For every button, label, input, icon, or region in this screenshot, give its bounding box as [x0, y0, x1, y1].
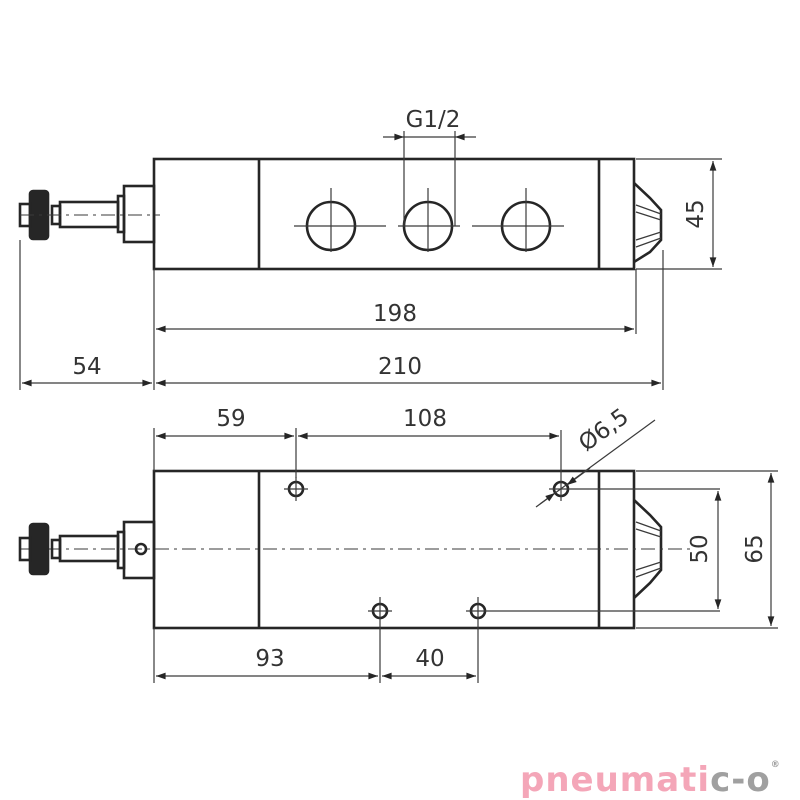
end-cap	[633, 182, 663, 264]
length-198-label: 198	[373, 301, 417, 327]
spacing-40-label: 40	[415, 646, 444, 672]
hole-diameter-label: Ø6,5	[574, 404, 634, 457]
brand-name-grey: c-o	[710, 760, 771, 800]
mounting-holes	[284, 430, 720, 683]
brand-name-pink: pneumati	[520, 760, 711, 800]
registered-mark: ®	[770, 760, 781, 770]
spacing-108-label: 108	[403, 406, 447, 432]
length-210-label: 210	[378, 354, 422, 380]
port-thread-label: G1/2	[406, 107, 461, 133]
top-view: G1/2 45 198 210 54	[18, 107, 722, 390]
offset-59-label: 59	[216, 406, 245, 432]
height-45-label: 45	[683, 199, 709, 228]
height-65-label: 65	[742, 534, 768, 563]
manual-actuator	[18, 184, 160, 244]
manual-actuator-bottom	[18, 520, 156, 580]
port-circles	[294, 188, 564, 252]
length-54-label: 54	[72, 354, 101, 380]
valve-body	[152, 157, 636, 271]
brand-logo: pneumatic-o®	[520, 760, 781, 800]
bottom-view: 59 108 Ø6,5 93 40 50 65	[18, 404, 778, 683]
offset-93-label: 93	[255, 646, 284, 672]
spacing-50-label: 50	[687, 534, 713, 563]
